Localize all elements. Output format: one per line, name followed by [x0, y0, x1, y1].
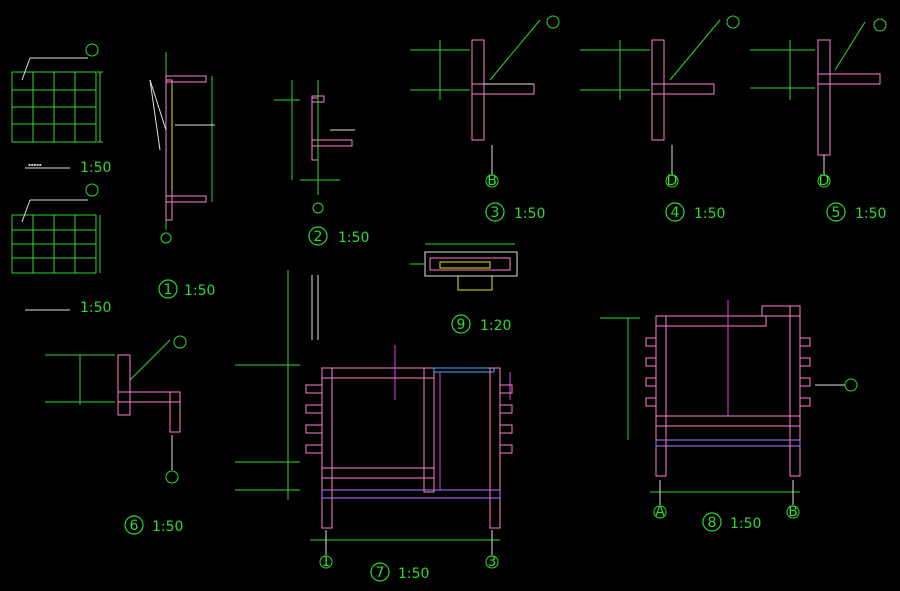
axis-d-label-4: D [667, 173, 678, 189]
detail-7-bubble [370, 562, 390, 582]
detail-5-bubble [826, 202, 846, 222]
detail-5-number: 5 [832, 205, 841, 221]
detail-2-scale: 1:50 [338, 230, 369, 246]
axis-3-label: 3 [488, 554, 497, 570]
axis-d-label-5: D [819, 173, 830, 189]
detail-3-number: 3 [491, 205, 500, 221]
detail-4-section [580, 15, 740, 188]
detail-9-number: 9 [457, 317, 466, 333]
axis-b-label-3: B [487, 173, 497, 189]
detail-7-scale: 1:50 [398, 566, 429, 582]
detail-8-section [600, 300, 858, 519]
detail-6-number: 6 [130, 518, 139, 534]
elev-title-text-1: ▪▪▪▪▪ [28, 162, 42, 167]
detail-3-section [410, 15, 560, 188]
detail-1-scale: 1:50 [184, 283, 215, 299]
detail-3-bubble [485, 202, 505, 222]
rail-elev-2-scale: 1:50 [80, 300, 111, 316]
detail-2-bubble [308, 226, 328, 246]
detail-3-scale: 1:50 [514, 206, 545, 222]
railing-elevation-bottom [11, 183, 101, 274]
detail-7-section [235, 270, 513, 569]
detail-6-bubble [124, 515, 144, 535]
detail-9-scale: 1:20 [480, 318, 511, 334]
axis-1-label: 1 [322, 554, 331, 570]
detail-8-scale: 1:50 [730, 516, 761, 532]
detail-1-number: 1 [164, 282, 173, 298]
axis-a-label: A [655, 504, 665, 520]
axis-b-label-8: B [788, 504, 798, 520]
detail-5-scale: 1:50 [855, 206, 886, 222]
detail-1-section [149, 52, 215, 244]
detail-2-number: 2 [314, 229, 323, 245]
detail-9-section [410, 243, 518, 291]
detail-9-bubble [451, 314, 471, 334]
rail-elev-1-scale: 1:50 [80, 160, 111, 176]
detail-1-bubble [158, 279, 178, 299]
detail-4-scale: 1:50 [694, 206, 725, 222]
detail-7-number: 7 [376, 565, 385, 581]
detail-2-section [274, 80, 355, 214]
detail-4-bubble [665, 202, 685, 222]
detail-6-scale: 1:50 [152, 519, 183, 535]
detail-4-number: 4 [671, 205, 680, 221]
railing-elevation-top [11, 43, 103, 143]
detail-8-bubble [702, 512, 722, 532]
detail-8-number: 8 [708, 515, 717, 531]
detail-5-section [750, 18, 887, 188]
detail-6-section [45, 335, 187, 484]
